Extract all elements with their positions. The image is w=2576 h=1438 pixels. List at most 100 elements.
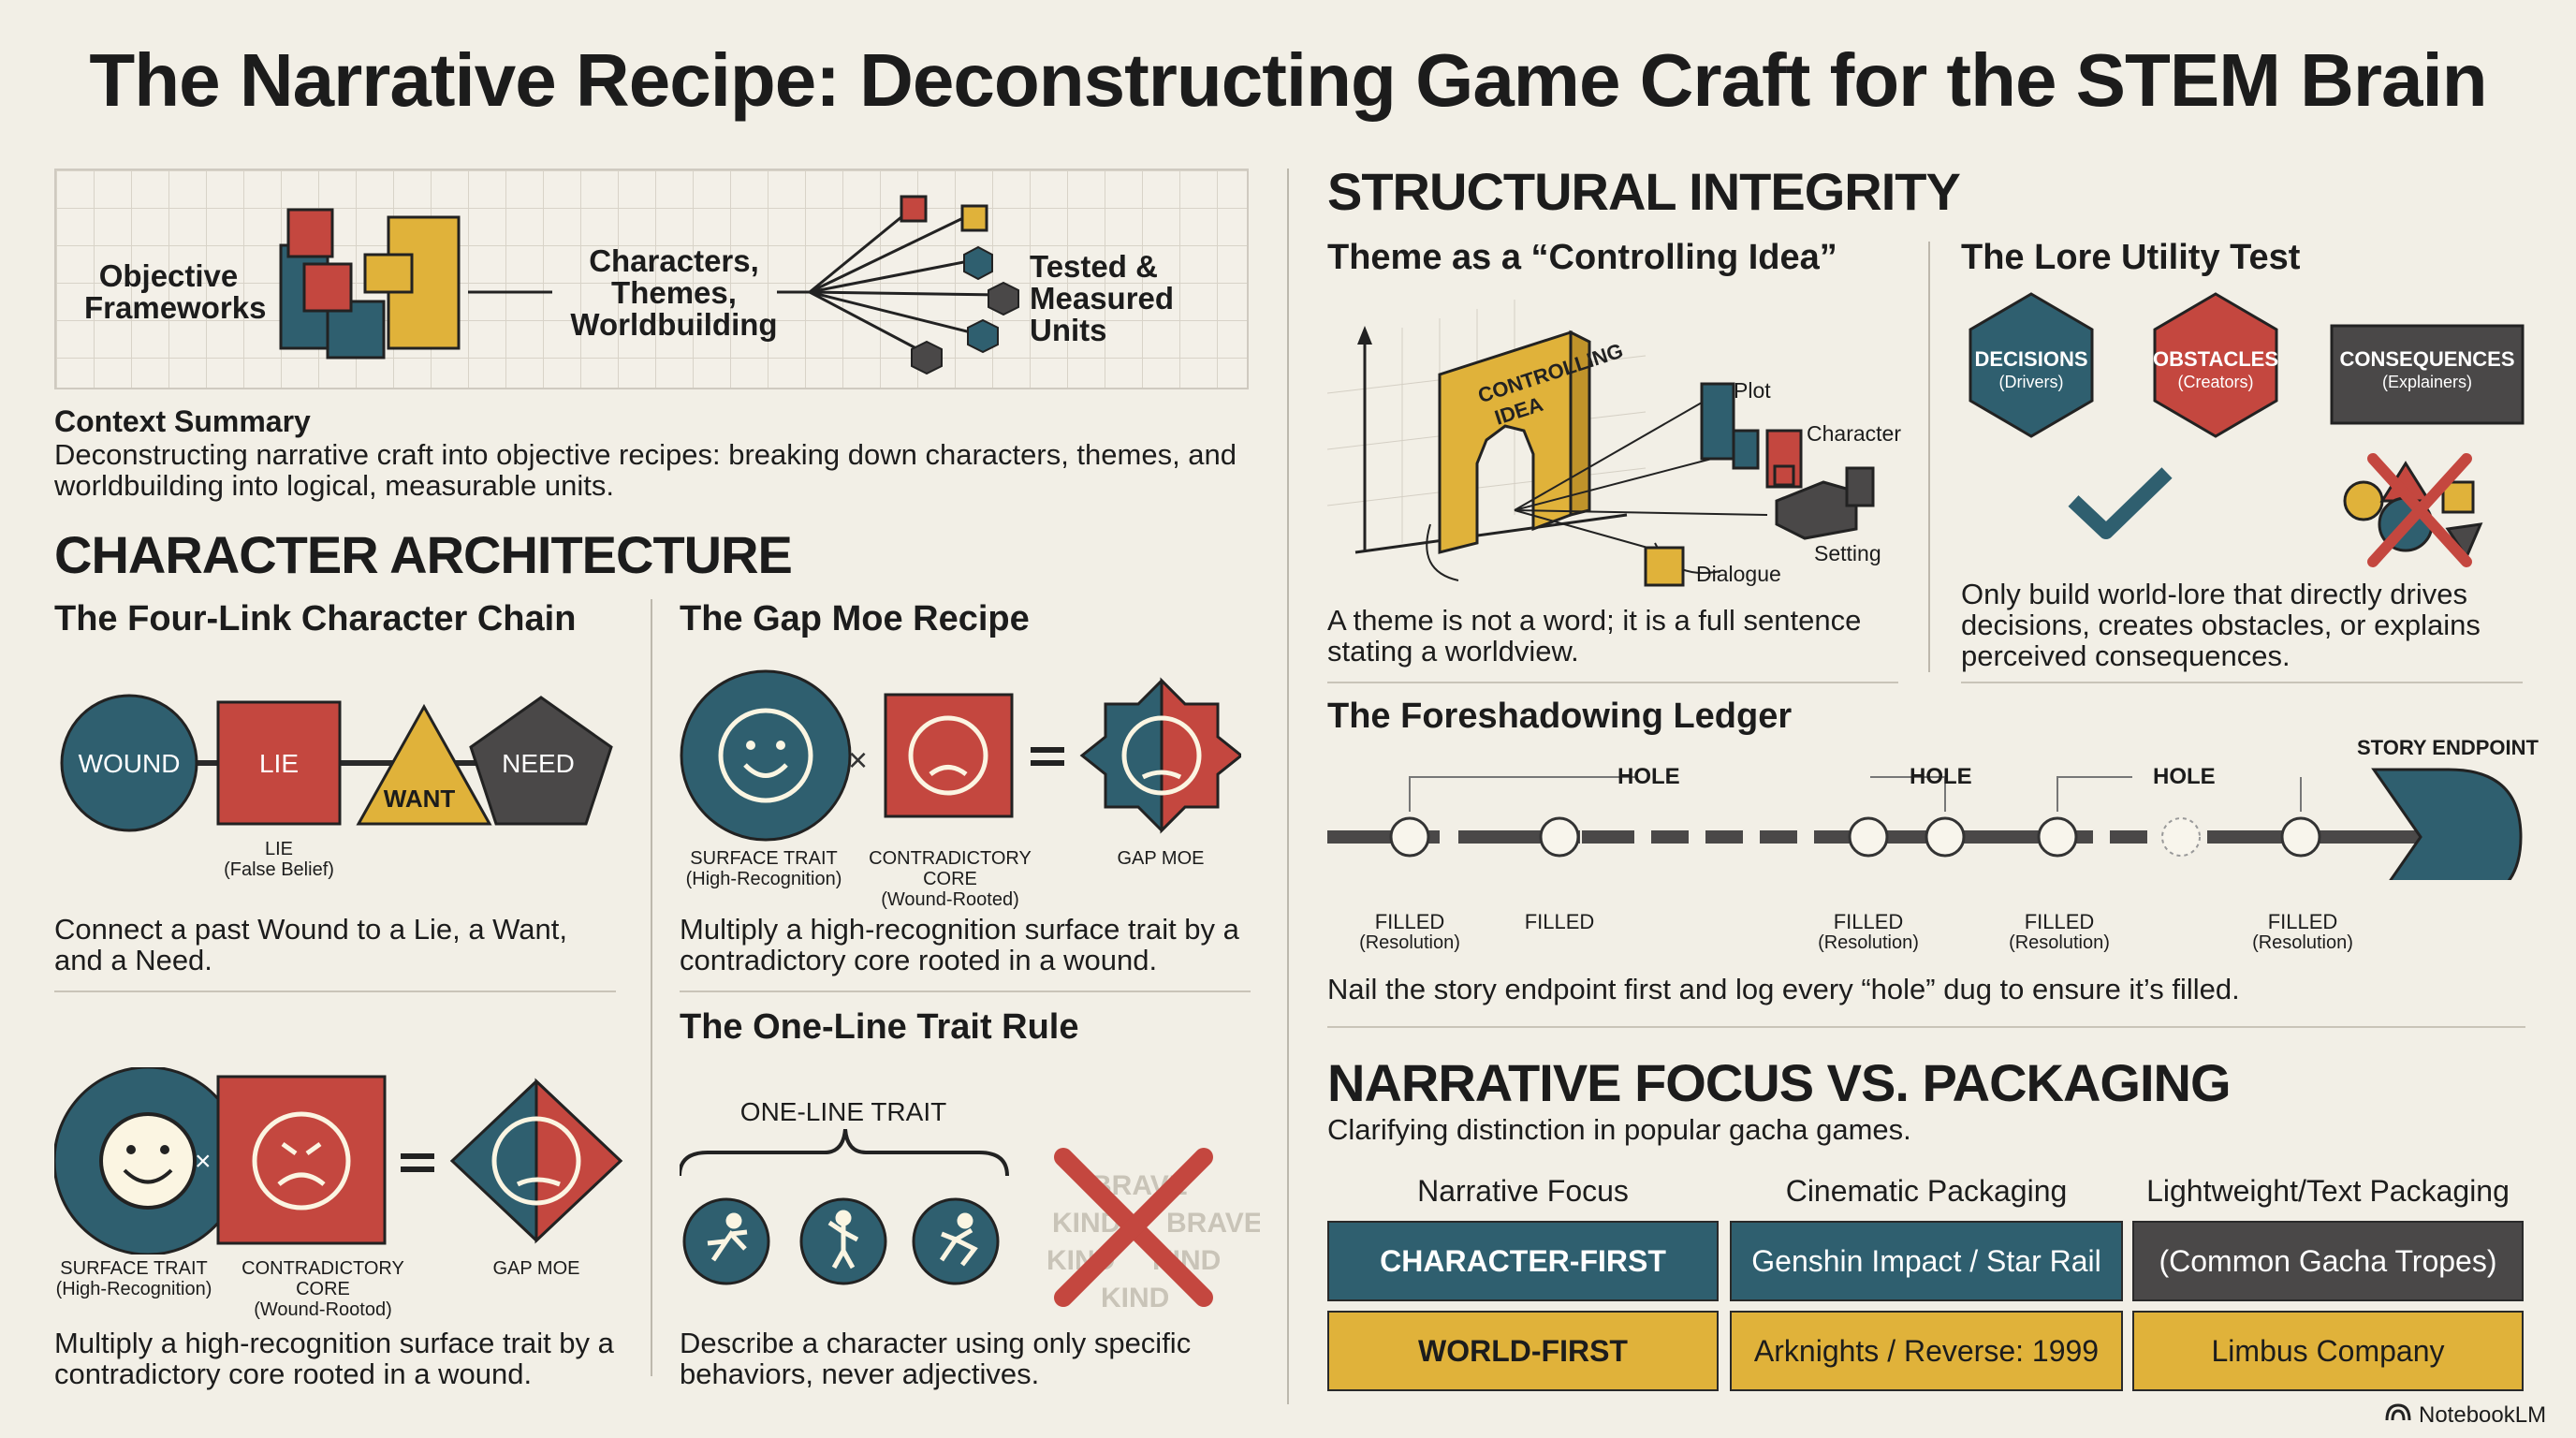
- gap-face-icon: [491, 1116, 581, 1206]
- wound-label: WOUND: [78, 749, 181, 778]
- want-node: [356, 703, 492, 826]
- gap-face-icon: [1121, 715, 1202, 796]
- notebooklm-brand: NotebookLM: [2385, 1402, 2546, 1429]
- structural-divider: [1928, 242, 1930, 672]
- core-sub: (Wound-Rooted): [881, 889, 1019, 910]
- hole-label-3: HOLE: [2153, 764, 2216, 789]
- decisions-label: DECISIONS (Drivers): [1966, 348, 2097, 393]
- want-label: WANT: [383, 785, 456, 813]
- controlling-idea-diagram: CONTROLLING IDEA: [1327, 300, 1875, 587]
- check-icon: [2068, 467, 2173, 539]
- flow-banner: Objective Frameworks Characters, Themes,…: [54, 169, 1249, 389]
- filled-res-1: FILLED (Resolution): [1344, 912, 1475, 954]
- cross-out-icon: [1054, 1148, 1213, 1307]
- focus-heading: NARRATIVE FOCUS VS. PACKAGING: [1327, 1053, 2232, 1112]
- lore-utility-diagram: [1969, 292, 2525, 567]
- one-line-trait-description: Describe a character using only specific…: [680, 1327, 1192, 1390]
- filled-res-3: FILLED (Resolution): [1803, 912, 1934, 954]
- core-caption-2: CONTRADICTORY CORE (Wound-Rootod): [215, 1258, 431, 1320]
- theme-controlling-idea-title: Theme as a “Controlling Idea”: [1327, 238, 1837, 277]
- consequences-text: CONSEQUENCES: [2339, 347, 2515, 371]
- ledger-node: [1848, 816, 1889, 858]
- lie-caption: LIE (False Belief): [204, 839, 354, 880]
- cell-world-first: WORLD-FIRST: [1327, 1311, 1719, 1391]
- core-sub-2: (Wound-Rootod): [254, 1299, 392, 1320]
- need-node: [469, 696, 613, 826]
- decisions-text: DECISIONS: [1974, 347, 2088, 371]
- decisions-hex: [1969, 292, 2094, 438]
- lie-caption-sub: (False Belief): [224, 859, 334, 880]
- divider-h5: [1327, 1026, 2525, 1028]
- consequences-sub: (Explainers): [2381, 373, 2473, 391]
- ledger-node-empty: [2161, 817, 2201, 857]
- filled-res-5: FILLED (Resolution): [2237, 910, 2368, 954]
- filled-res-4: FILLED (Resolution): [1994, 910, 2125, 954]
- col-narrative-focus: Narrative Focus: [1417, 1174, 1629, 1208]
- inner-divider: [651, 599, 652, 1376]
- col-cinematic: Cinematic Packaging: [1785, 1174, 2068, 1208]
- filled-res-5-label: FILLED: [2267, 910, 2338, 933]
- story-endpoint-marker: [2371, 768, 2523, 880]
- need-label: NEED: [502, 749, 575, 778]
- filled-res-3-sub: (Resolution): [1818, 932, 1919, 953]
- four-link-chain-diagram: [60, 694, 613, 832]
- structural-integrity-heading: STRUCTURAL INTEGRITY: [1327, 162, 1961, 221]
- context-heading: Context Summary: [54, 404, 311, 438]
- filled-res-4-label: FILLED: [2024, 910, 2095, 933]
- gap-moe-description: Multiply a high-recognition surface trai…: [680, 913, 1239, 976]
- surface-trait-label-2: SURFACE TRAIT: [60, 1258, 208, 1279]
- cross-out-icon: [2367, 453, 2472, 567]
- character-architecture-heading: CHARACTER ARCHITECTURE: [54, 525, 793, 584]
- objective-frameworks-label: Objective Frameworks: [84, 258, 267, 325]
- surface-trait-caption-2: SURFACE TRAIT (High-Recognition): [54, 1258, 213, 1299]
- lie-caption-main: LIE: [264, 839, 294, 859]
- gap-moe-diagram-2: ×: [54, 1067, 623, 1255]
- plot-block-icon: [1700, 382, 1735, 461]
- foreshadowing-timeline: [1327, 768, 2523, 880]
- consequences-box: [2330, 324, 2525, 425]
- core-caption: CONTRADICTORY CORE (Wound-Rooted): [842, 848, 1058, 910]
- lore-utility-title: The Lore Utility Test: [1961, 238, 2301, 277]
- wound-node: [60, 694, 198, 832]
- surface-trait-caption: SURFACE TRAIT (High-Recognition): [680, 848, 848, 889]
- ledger-description: Nail the story endpoint first and log ev…: [1327, 973, 2240, 1005]
- theme-description: A theme is not a word; it is a full sent…: [1327, 604, 1862, 668]
- crossed-word-kind-4: KIND: [1101, 1283, 1169, 1313]
- surface-trait-sub-2: (High-Recognition): [55, 1279, 212, 1299]
- cell-arknights: Arknights / Reverse: 1999: [1730, 1311, 2123, 1391]
- notebooklm-logo-icon: [2385, 1402, 2411, 1429]
- flow-graphics: [279, 195, 1019, 375]
- obstacles-sub: (Creators): [2177, 373, 2254, 391]
- cell-character-first: CHARACTER-FIRST: [1327, 1221, 1719, 1301]
- column-divider: [1287, 169, 1289, 1404]
- one-line-trait-diagram: BRAVE KIND BRAVE KIND KIND KIND: [680, 1129, 1260, 1313]
- cell-common-tropes: (Common Gacha Tropes): [2132, 1221, 2524, 1301]
- surface-trait-label: SURFACE TRAIT: [690, 848, 838, 869]
- angry-face-icon: [908, 715, 988, 796]
- divider-h3: [1327, 682, 1898, 683]
- one-line-trait-title: The One-Line Trait Rule: [680, 1007, 1079, 1047]
- decisions-sub: (Drivers): [1998, 373, 2064, 391]
- divider-h2: [680, 990, 1251, 992]
- context-text: Deconstructing narrative craft into obje…: [54, 438, 1237, 502]
- consequences-label: CONSEQUENCES (Explainers): [2332, 348, 2523, 393]
- crossed-adjectives: BRAVE KIND BRAVE KIND KIND KIND: [1046, 1170, 1260, 1313]
- character-label: Character: [1807, 421, 1901, 446]
- focus-subheading: Clarifying distinction in popular gacha …: [1327, 1113, 1911, 1146]
- gap-moe-title: The Gap Moe Recipe: [680, 599, 1030, 638]
- lore-description: Only build world-lore that directly driv…: [1961, 578, 2481, 672]
- story-endpoint-label: STORY ENDPOINT: [2357, 736, 2539, 759]
- page-title: The Narrative Recipe: Deconstructing Gam…: [89, 38, 2487, 122]
- one-line-brace-label: ONE-LINE TRAIT: [739, 1097, 947, 1126]
- gap-moe-diagram: ×: [680, 669, 1241, 842]
- gap-moe-label-2: GAP MOE: [492, 1258, 580, 1279]
- col-lightweight: Lightweight/Text Packaging: [2146, 1174, 2510, 1208]
- brand-label: NotebookLM: [2419, 1402, 2547, 1428]
- surface-trait-sub: (High-Recognition): [685, 869, 842, 889]
- brace-icon: [680, 1129, 1009, 1177]
- smile-face-icon: [718, 708, 813, 803]
- cell-genshin: Genshin Impact / Star Rail: [1730, 1221, 2123, 1301]
- obstacles-text: OBSTACLES: [2152, 347, 2279, 371]
- obstacles-hex: [2153, 292, 2278, 438]
- ledger-node: [2037, 816, 2078, 858]
